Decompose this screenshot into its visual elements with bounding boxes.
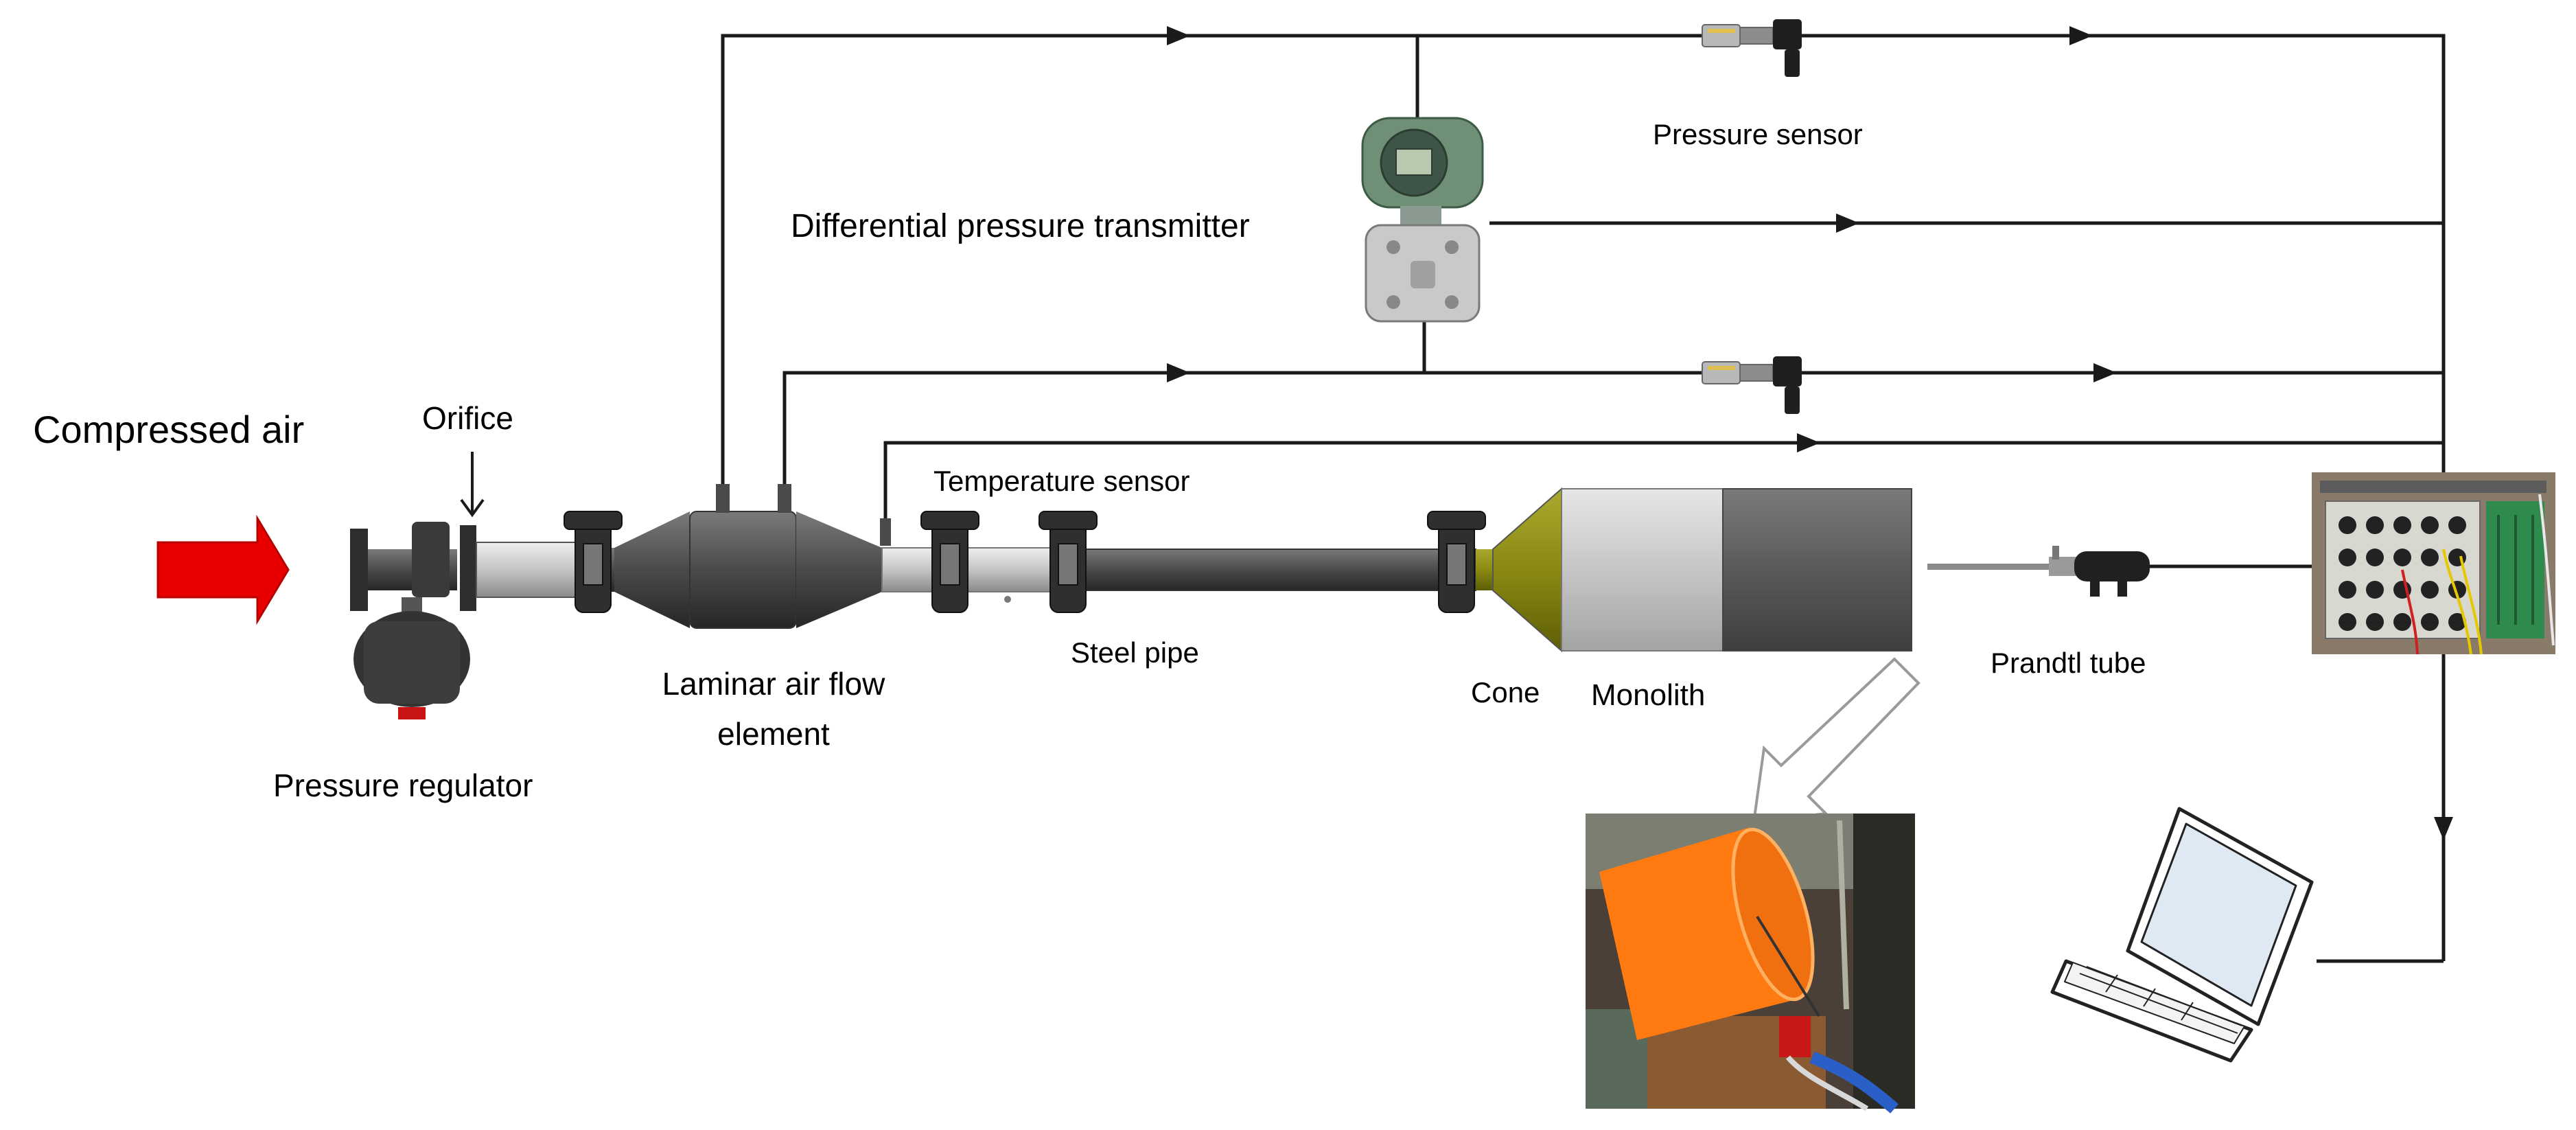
laminar-element-inlet-cone [614, 511, 690, 628]
arrowhead [1167, 26, 1190, 45]
orifice-indicator [460, 452, 485, 518]
temperature-port [880, 518, 891, 546]
steel-pipe [1053, 549, 1476, 591]
compressed-air-label: Compressed air [33, 408, 304, 451]
monolith-label: Monolith [1591, 678, 1705, 712]
arrowhead [1167, 363, 1190, 382]
laminar-element-outlet-cone [796, 511, 882, 628]
flow-arrowheads [1167, 26, 2453, 840]
pressure-sensor-icon [1702, 19, 1802, 77]
laminar-air-flow-element [689, 511, 797, 629]
inlet-arrow-icon [156, 514, 290, 625]
laminar-port-downstream [778, 484, 791, 513]
pressure-regulator-icon [350, 522, 476, 719]
laptop-icon [2050, 807, 2314, 1063]
monolith-front [1561, 488, 1724, 652]
laminar-port-upstream [716, 484, 730, 513]
clamp-icon [564, 511, 623, 613]
photo-inset-icon [1586, 657, 1921, 1114]
data-acquisition-icon [2312, 472, 2555, 655]
differential-pressure-transmitter-icon [1361, 117, 1484, 323]
arrowhead [2434, 817, 2453, 840]
clamp-icon [1427, 511, 1486, 613]
arrowhead [2093, 363, 2117, 382]
prandtl-tube-icon [1927, 546, 2150, 597]
laminar-air-flow-element-label-line2: element [717, 716, 830, 752]
labels: Compressed air Orifice Pressure regulato… [33, 118, 2146, 803]
arrowhead [1797, 433, 1820, 452]
steel-pipe-label: Steel pipe [1071, 636, 1199, 669]
clamp-icon [920, 511, 979, 613]
pressure-sensor-label: Pressure sensor [1653, 118, 1863, 150]
laminar-air-flow-element-label-line1: Laminar air flow [662, 666, 885, 702]
arrowhead [1836, 214, 1859, 233]
signal-line-laminar-downstream [782, 371, 1702, 489]
differential-pressure-transmitter-label: Differential pressure transmitter [791, 208, 1250, 244]
temperature-sensor-label: Temperature sensor [933, 465, 1190, 497]
pressure-regulator-label: Pressure regulator [273, 768, 533, 803]
clamps [564, 511, 1486, 613]
cone [1492, 487, 1562, 653]
pressure-sensor-icon [1702, 356, 1802, 414]
pipe-system [476, 484, 1912, 653]
arrowhead [2069, 26, 2093, 45]
steel-pipe-bolt [1004, 596, 1011, 603]
clamp-icon [1038, 511, 1098, 613]
photo-inset-pointer-arrow [1752, 657, 1921, 825]
signal-line-temperature [883, 441, 2444, 522]
orifice-label: Orifice [422, 400, 513, 436]
monolith-rear [1722, 488, 1912, 652]
prandtl-tube-label: Prandtl tube [1991, 647, 2146, 679]
cone-label: Cone [1471, 676, 1540, 708]
